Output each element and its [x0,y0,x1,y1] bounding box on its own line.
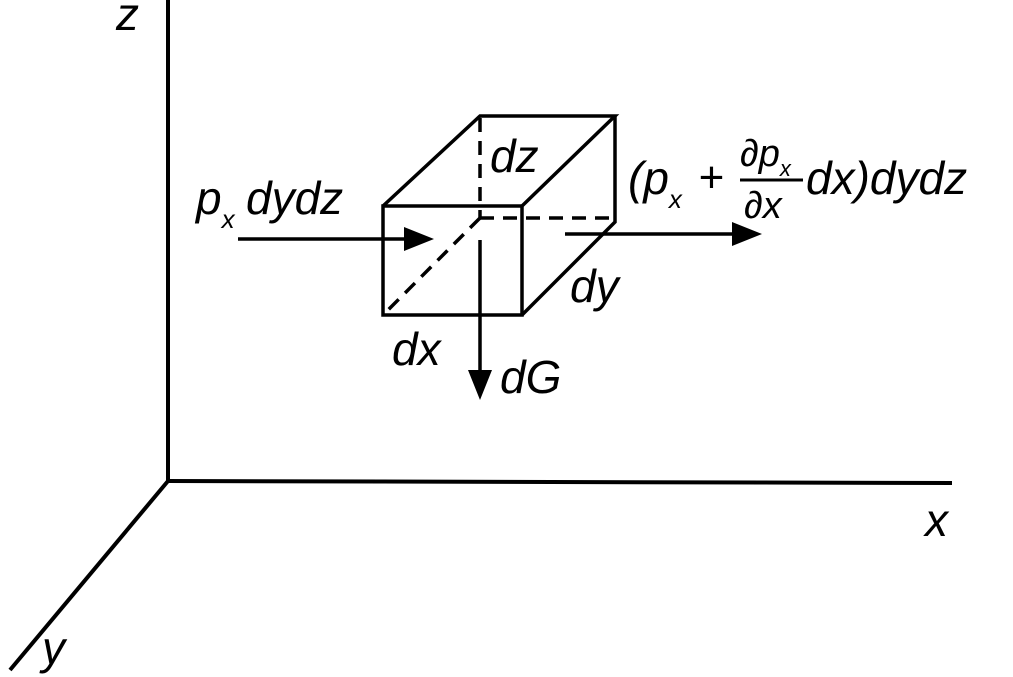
weight-arrowhead [468,370,492,400]
left-force-subscript: x [220,204,236,234]
front-face [381,204,524,317]
z-axis-label: z [115,0,139,40]
y-axis [8,479,170,672]
fraction-numerator-partial: ∂ [740,133,759,175]
right-face [520,116,617,317]
right-arrowhead [732,222,762,246]
svg-text:∂px: ∂px [740,133,792,181]
right-force-tail: dx)dydz [806,152,967,204]
dy-label: dy [570,260,622,312]
fraction-numerator-p: p [758,133,780,175]
right-force-subscript: x [667,184,683,214]
left-force-arrow [238,227,434,251]
x-axis [167,479,953,485]
coordinate-axes [8,0,953,672]
fraction-numerator-subscript: x [779,156,792,181]
fluid-element-box [381,114,620,317]
left-force-p: p [194,172,222,224]
fraction-denominator: ∂x [744,185,784,227]
hidden-edge-diagonal [381,216,482,317]
dz-label: dz [490,130,539,182]
left-arrowhead [404,227,434,251]
x-axis-label: x [923,494,950,546]
top-face [381,114,620,208]
left-force-rest: dydz [246,172,343,224]
right-force-plus: + [698,153,724,202]
dx-label: dx [392,323,443,375]
svg-text:(px: (px [628,152,683,214]
right-force-open: (p [628,152,669,204]
weight-arrow [468,240,492,400]
right-force-arrow [565,222,762,246]
y-axis-label: y [39,622,68,674]
weight-label: dG [500,351,561,403]
right-force-label: (px + ∂px ∂x dx)dydz [628,133,967,227]
